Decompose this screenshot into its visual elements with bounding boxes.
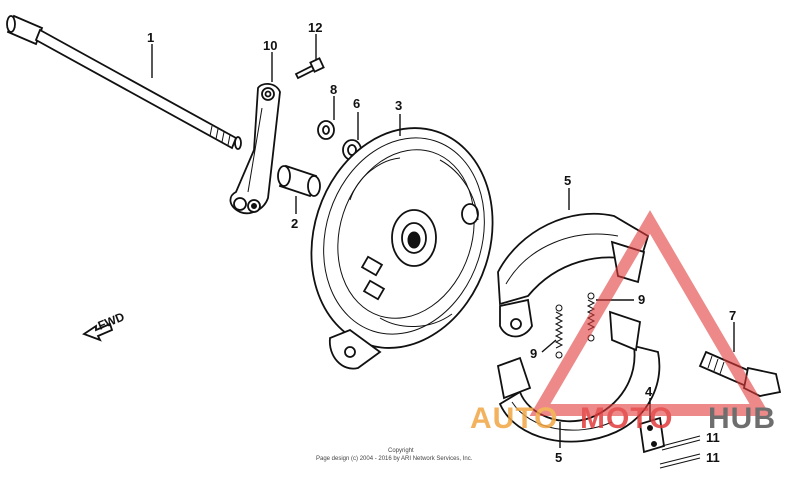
callout-9b: 9	[530, 346, 537, 361]
callout-5b: 5	[555, 450, 562, 465]
washer-part	[317, 120, 335, 140]
upper-brake-shoe-part	[497, 212, 650, 338]
forward-arrow-icon	[82, 322, 114, 342]
callout-12: 12	[308, 20, 322, 35]
axle-part	[6, 14, 242, 150]
bolt-part	[294, 57, 325, 80]
forward-direction-indicator: FWD	[82, 309, 127, 342]
brake-panel-part	[310, 127, 494, 370]
callout-11a: 11	[706, 430, 720, 445]
copyright-notice: Page design (c) 2004 - 2016 by ARI Netwo…	[316, 456, 473, 462]
callout-5a: 5	[564, 173, 571, 188]
watermark-text-auto: AUTO	[470, 402, 558, 435]
watermark-text-moto: MOTO	[580, 402, 673, 435]
callout-6: 6	[353, 96, 360, 111]
leader-line	[541, 339, 557, 353]
callout-11b: 11	[706, 450, 720, 465]
watermark-text-hub: HUB	[708, 402, 776, 435]
callout-4: 4	[645, 384, 653, 399]
copyright-title: Copyright	[388, 448, 414, 454]
callout-2: 2	[291, 216, 298, 231]
cotter-pin-part	[661, 435, 701, 451]
callout-7: 7	[729, 308, 736, 323]
callout-1: 1	[147, 30, 154, 45]
watermark-triangle-icon	[529, 210, 771, 416]
collar-part	[277, 164, 321, 198]
lower-brake-shoe-part	[496, 310, 661, 443]
watermark-logo: AUTO MOTO HUB	[470, 210, 776, 435]
callout-8: 8	[330, 82, 337, 97]
callout-9a: 9	[638, 292, 645, 307]
callout-3: 3	[395, 98, 402, 113]
callout-10: 10	[263, 38, 277, 53]
plate-part	[638, 416, 666, 454]
cotter-pin-part	[659, 453, 701, 469]
torque-link-part	[229, 83, 281, 215]
spring-part	[554, 304, 564, 359]
